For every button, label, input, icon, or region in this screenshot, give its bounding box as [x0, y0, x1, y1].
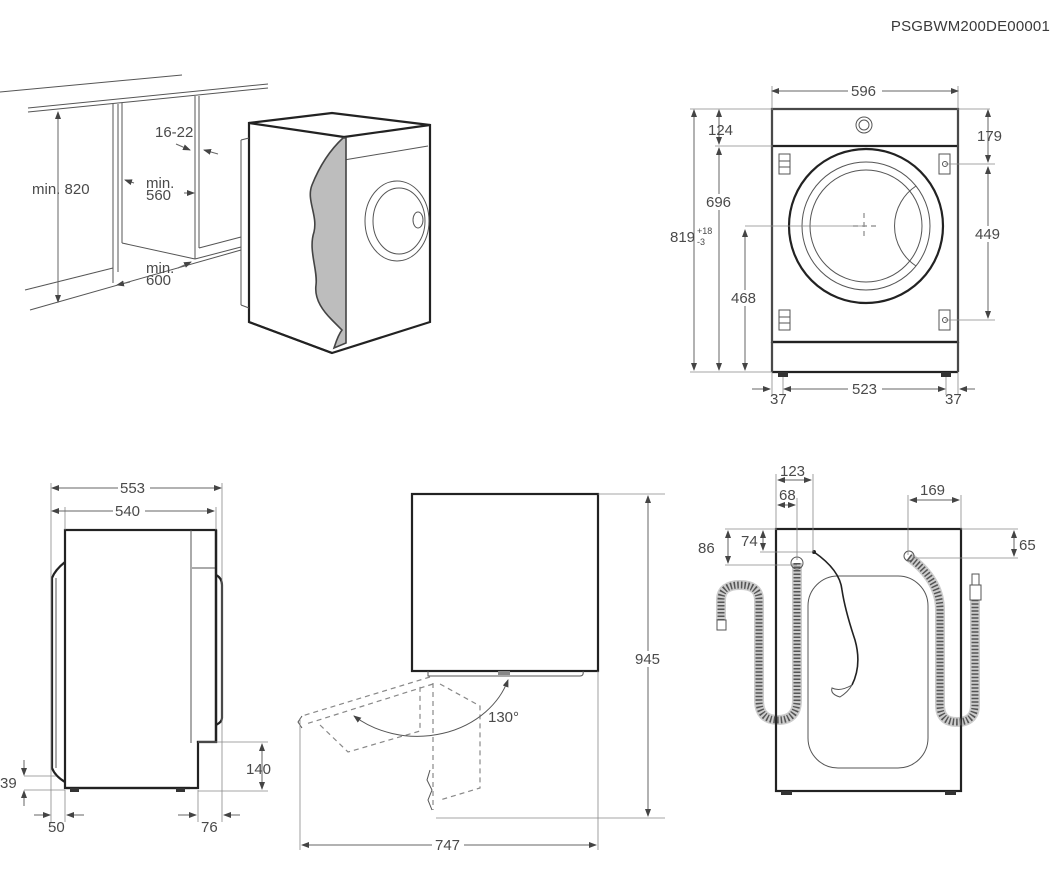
niche-height-label: min. 820 — [32, 181, 90, 198]
niche-dimensions: min. 820 16-22 min. 560 min. 600 — [32, 111, 219, 303]
front-height-tol-minus: -3 — [697, 237, 705, 247]
panel-gap-label: 16-22 — [155, 124, 193, 141]
inlet-y-label: 86 — [698, 540, 715, 557]
hinge-spacing-label: 449 — [975, 226, 1000, 243]
niche-view: min. 820 16-22 min. 560 min. 600 — [0, 74, 432, 355]
open-width-label: 747 — [435, 837, 460, 854]
side-dimensions: 553 540 140 39 50 76 — [0, 480, 271, 836]
niche-width-label: 560 — [146, 187, 171, 204]
top-dimensions: 945 747 — [299, 493, 665, 854]
side-depth-total-label: 553 — [120, 480, 145, 497]
open-door-outline — [297, 676, 481, 811]
foot-left-label: 37 — [770, 391, 787, 408]
inlet-x-label: 68 — [779, 487, 796, 504]
front-height-tol-plus: +18 — [697, 226, 712, 236]
drain-x-label: 123 — [780, 463, 805, 480]
niche-depth-label: 600 — [146, 272, 171, 289]
front-offset-label: 50 — [48, 819, 65, 836]
below-panel-label: 696 — [706, 194, 731, 211]
top-view: 130° 945 747 — [297, 492, 665, 854]
feet-spacing-label: 523 — [852, 381, 877, 398]
document-code: PSGBWM200DE00001 — [890, 18, 1050, 35]
inlet-hose — [903, 550, 982, 728]
niche-walls — [24, 96, 242, 311]
door-bottom-label: 39 — [0, 775, 17, 792]
front-dimensions: 596 819 +18 -3 124 696 468 179 449 — [670, 83, 1003, 408]
plinth-height-label: 140 — [246, 761, 271, 778]
door-panel-cutaway — [309, 137, 347, 350]
drain-y-label: 74 — [741, 533, 758, 550]
rear-dimensions: 123 68 86 74 169 65 — [698, 463, 1036, 566]
top-to-hinge-label: 179 — [977, 128, 1002, 145]
machine-perspective — [240, 111, 432, 355]
niche-depth-min-label: min. — [146, 260, 174, 277]
top-panel-label: 124 — [708, 122, 733, 139]
foot-right-label: 37 — [945, 391, 962, 408]
niche-width-min-label: min. — [146, 175, 174, 192]
inlet-right-y-label: 65 — [1019, 537, 1036, 554]
side-view: 553 540 140 39 50 76 — [0, 480, 271, 836]
front-view: 596 819 +18 -3 124 696 468 179 449 — [670, 83, 1003, 408]
back-offset-label: 76 — [201, 819, 218, 836]
front-height-label: 819 — [670, 229, 695, 246]
power-cord — [812, 550, 859, 698]
door-center-label: 468 — [731, 290, 756, 307]
drain-hose — [716, 556, 804, 726]
door-angle-label: 130° — [488, 709, 519, 726]
front-width-label: 596 — [851, 83, 876, 100]
side-depth-body-label: 540 — [115, 503, 140, 520]
open-depth-label: 945 — [635, 651, 660, 668]
rear-view: 123 68 86 74 169 65 — [698, 463, 1036, 795]
inlet-right-x-label: 169 — [920, 482, 945, 499]
countertop — [0, 74, 269, 113]
